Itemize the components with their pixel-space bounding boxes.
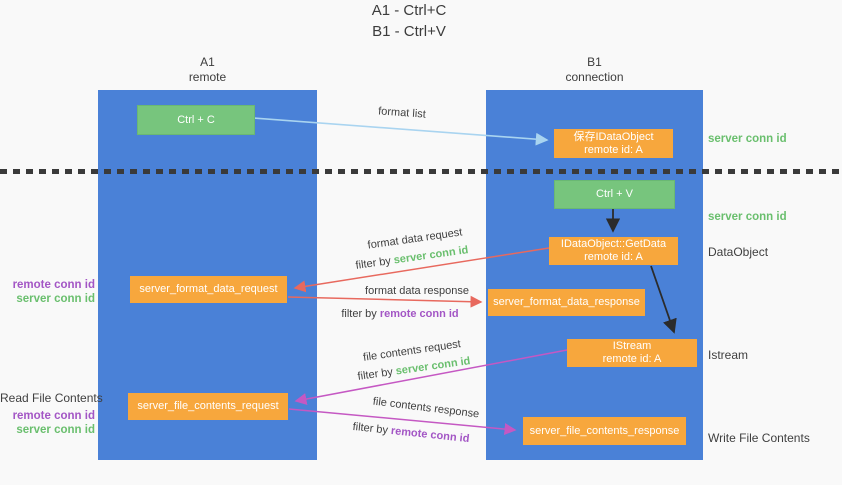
getdata-remote-id: remote id: A bbox=[584, 251, 643, 263]
ctrl-c-label: Ctrl + C bbox=[177, 113, 215, 126]
diagram-title: A1 - Ctrl+C B1 - Ctrl+V bbox=[0, 0, 818, 42]
format-list-arrow bbox=[252, 117, 549, 146]
remote-conn-id-text: remote conn id bbox=[379, 308, 459, 320]
server-file-contents-request-node: server_file_contents_request bbox=[128, 393, 288, 420]
server-format-data-response-label: server_format_data_response bbox=[493, 296, 640, 308]
title-line-1: A1 - Ctrl+C bbox=[371, 2, 447, 19]
server-format-data-request-label: server_format_data_request bbox=[139, 283, 278, 295]
file-contents-request-arrow bbox=[294, 349, 568, 405]
server-file-contents-response-label: server_file_contents_response bbox=[529, 424, 680, 437]
istream-title: IStream bbox=[612, 340, 652, 352]
istream-remote-id: remote id: A bbox=[602, 353, 662, 365]
format-data-request-arrow bbox=[293, 247, 550, 293]
format-data-response-label: format data response bbox=[365, 285, 469, 297]
left-read-file-contents-label: Read File Contents bbox=[0, 391, 103, 405]
server-format-data-request-node: server_format_data_request bbox=[130, 276, 287, 303]
getdata-title: IDataObject::GetData bbox=[560, 238, 667, 250]
right-server-conn-id-1: server conn id bbox=[708, 133, 787, 145]
ctrl-c-node: Ctrl + C bbox=[137, 105, 255, 135]
right-istream-label: Istream bbox=[708, 348, 749, 362]
ctrl-v-label: Ctrl + V bbox=[596, 188, 633, 200]
right-write-file-contents-label: Write File Contents bbox=[708, 431, 810, 445]
ctrl-v-node: Ctrl + V bbox=[554, 180, 675, 209]
lane-a1-subtitle: remote bbox=[188, 70, 227, 84]
getdata-to-istream-arrow bbox=[650, 265, 677, 334]
title-line-2: B1 - Ctrl+V bbox=[372, 23, 446, 40]
lane-a1-name: A1 bbox=[200, 55, 215, 69]
server-format-data-response-node: server_format_data_response bbox=[488, 289, 645, 316]
idataobject-getdata-node: IDataObject::GetData remote id: A bbox=[549, 237, 678, 265]
lane-b1-name: B1 bbox=[587, 55, 602, 69]
server-file-contents-request-label: server_file_contents_request bbox=[137, 400, 279, 412]
left-server-conn-id-2: server conn id bbox=[16, 424, 95, 436]
lane-header-b1: B1 connection bbox=[486, 55, 703, 85]
file-contents-response-arrow bbox=[288, 408, 517, 436]
server-file-contents-response-node: server_file_contents_response bbox=[523, 417, 686, 445]
left-server-conn-id-1: server conn id bbox=[16, 293, 95, 305]
save-idataobject-title: 保存IDataObject bbox=[573, 130, 654, 143]
right-dataobject-label: DataObject bbox=[708, 245, 769, 259]
left-remote-conn-id-1: remote conn id bbox=[12, 279, 95, 291]
save-idataobject-node: 保存IDataObject remote id: A bbox=[554, 129, 673, 158]
right-server-conn-id-2: server conn id bbox=[708, 211, 787, 223]
left-remote-conn-id-2: remote conn id bbox=[12, 410, 95, 422]
lane-header-a1: A1 remote bbox=[98, 55, 317, 85]
save-idataobject-remote-id: remote id: A bbox=[584, 143, 643, 156]
lane-b1-subtitle: connection bbox=[565, 70, 624, 84]
format-data-response-arrow bbox=[287, 295, 483, 308]
filter-by-text: filter by bbox=[341, 308, 377, 320]
dotted-divider-line bbox=[0, 169, 842, 174]
istream-node: IStream remote id: A bbox=[567, 339, 697, 367]
